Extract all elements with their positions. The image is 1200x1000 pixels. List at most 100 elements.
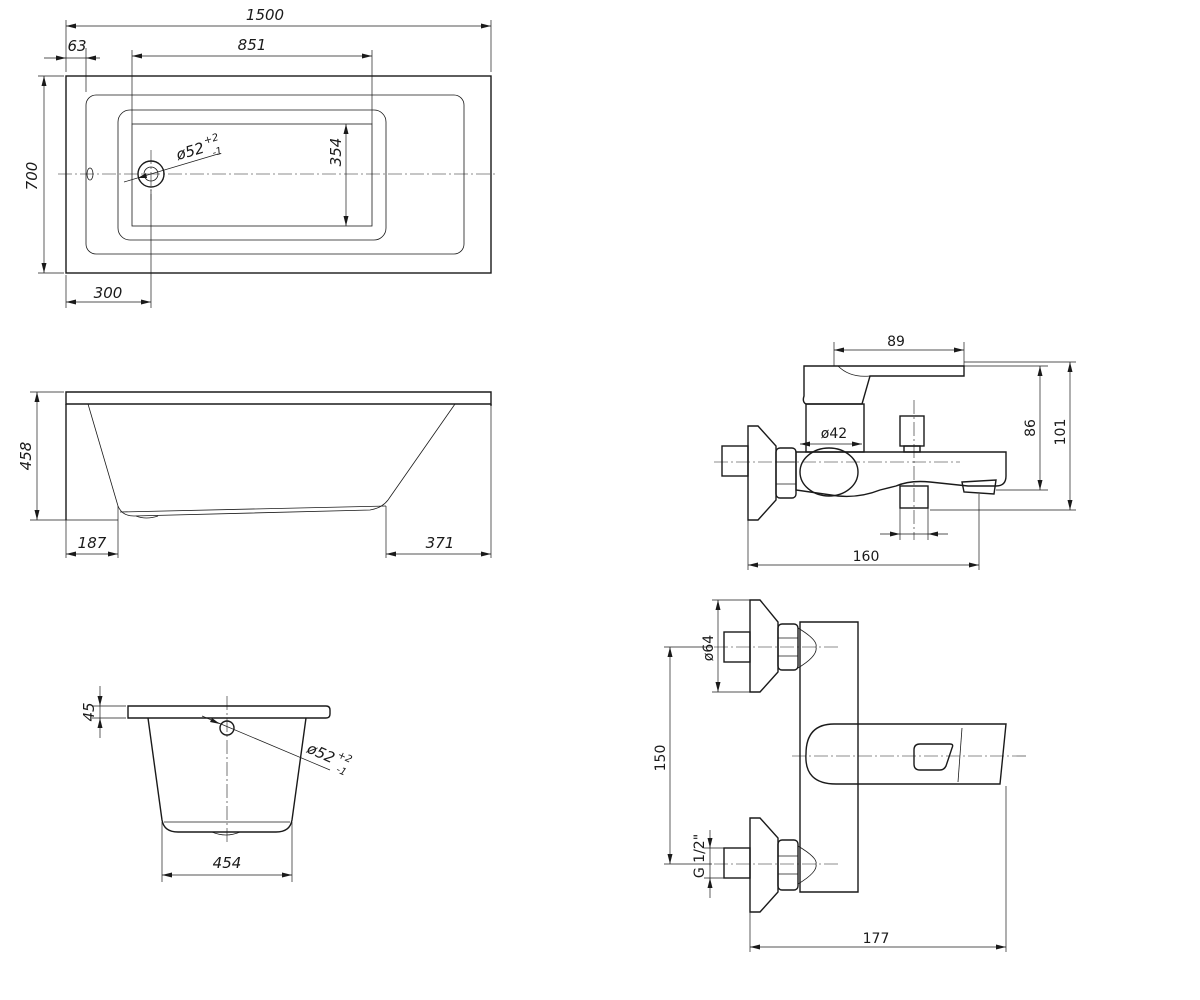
- front-body: [799, 621, 859, 893]
- mixer-body: [795, 451, 1007, 498]
- arrowhead: [132, 53, 142, 59]
- arrowhead: [750, 944, 760, 950]
- arrowhead: [715, 682, 721, 692]
- dim-label-inner-length: 851: [238, 36, 267, 54]
- body-cylinder: [799, 447, 859, 497]
- arrowhead: [282, 872, 292, 878]
- arrowhead: [86, 55, 96, 61]
- dim-label-inner-width: 354: [327, 138, 345, 167]
- arrowhead: [41, 263, 47, 273]
- tub-side-body: [65, 404, 492, 520]
- arrowhead: [56, 55, 66, 61]
- hex-nut: [775, 447, 797, 499]
- arrowhead: [481, 23, 491, 29]
- lower-eccentric: [797, 845, 817, 885]
- upper-flange: [749, 599, 779, 693]
- arrowhead: [66, 23, 76, 29]
- arrowhead: [97, 696, 103, 706]
- dim-label-body-diameter: ø42: [821, 426, 847, 442]
- arrowhead: [108, 551, 118, 557]
- dim-label-height: 458: [17, 442, 35, 471]
- handle-edge: [957, 727, 963, 783]
- arrowhead: [707, 878, 713, 888]
- drain-outer-circle: [137, 160, 165, 188]
- lower-flange: [749, 817, 779, 913]
- arrowhead: [138, 173, 147, 178]
- end-drain-hole: [219, 720, 235, 736]
- arrowhead: [1067, 500, 1073, 510]
- tub-basin: [117, 109, 387, 241]
- arrowhead: [34, 510, 40, 520]
- arrowhead: [66, 551, 76, 557]
- arrowhead: [715, 600, 721, 610]
- tub-side-floor: [119, 505, 387, 513]
- spout-outlet: [899, 485, 929, 509]
- arrowhead: [34, 392, 40, 402]
- wall-flange: [747, 425, 777, 521]
- aerator: [961, 479, 997, 495]
- arrowhead: [996, 944, 1006, 950]
- dim-label-edge-offset: 63: [67, 37, 86, 55]
- arrowhead: [667, 647, 673, 657]
- tub-side-outline: [65, 391, 492, 405]
- end-drain: [211, 831, 241, 836]
- wall-connector: [721, 445, 749, 477]
- dim-label-flange-diameter: ø64: [701, 635, 717, 661]
- upper-eccentric: [797, 627, 817, 669]
- dim-label-spout-height: 86: [1023, 419, 1039, 437]
- arrowhead: [343, 216, 349, 226]
- tub-side-drain: [135, 515, 159, 519]
- dim-label-drain-offset: 300: [94, 284, 123, 302]
- bathtub-top-view: 1500 63 851 700 354 300 ø5: [23, 6, 498, 308]
- overflow-hole: [86, 167, 94, 181]
- arrowhead: [928, 531, 938, 537]
- arrowhead: [210, 718, 220, 724]
- lever-handle: [802, 365, 965, 405]
- end-rim: [127, 705, 331, 719]
- arrowhead: [1037, 366, 1043, 376]
- lever-detail: [837, 365, 871, 377]
- arrowhead: [141, 299, 151, 305]
- tub-inner-rim: [85, 94, 465, 255]
- diverter-stem: [903, 445, 921, 453]
- arrowhead: [481, 551, 491, 557]
- arrowhead: [969, 562, 979, 568]
- arrowhead: [834, 347, 844, 353]
- arrowhead: [852, 441, 862, 447]
- arrowhead: [66, 299, 76, 305]
- dim-label-projection: 160: [853, 549, 880, 565]
- diverter-knob: [899, 415, 925, 447]
- dim-label-left-taper: 187: [78, 534, 107, 552]
- arrowhead: [97, 718, 103, 728]
- dim-label-thread: G 1/2": [692, 834, 708, 878]
- bathtub-end-view: 45 ø52+2-1 454: [80, 686, 354, 882]
- arrowhead: [343, 124, 349, 134]
- dim-label-drain-diameter: ø52+2-1: [173, 132, 224, 169]
- tub-side-basin: [87, 403, 456, 517]
- dim-label-total-length: 177: [863, 931, 890, 947]
- lower-connector: [723, 847, 751, 879]
- dim-label-total-height: 101: [1053, 419, 1069, 446]
- tub-basin-floor: [131, 123, 373, 227]
- bathtub-side-view: 458 187 371: [17, 391, 492, 558]
- front-handle: [805, 723, 1007, 785]
- mixer-front-view: ø64 150 G 1/2" 177: [653, 599, 1026, 952]
- arrowhead: [954, 347, 964, 353]
- dim-label-center-distance: 150: [653, 745, 669, 772]
- arrowhead: [1067, 362, 1073, 372]
- dim-label-width: 700: [23, 162, 41, 191]
- handle-cutout: [913, 743, 954, 771]
- arrowhead: [1037, 480, 1043, 490]
- arrowhead: [362, 53, 372, 59]
- dim-label-handle-length: 89: [887, 334, 905, 350]
- arrowhead: [707, 838, 713, 848]
- dim-label-rim-height: 45: [80, 702, 98, 721]
- arrowhead: [41, 76, 47, 86]
- leader-line: [201, 715, 331, 771]
- tub-outer-rim: [65, 75, 492, 274]
- arrowhead: [890, 531, 900, 537]
- arrowhead: [748, 562, 758, 568]
- dim-label-right-taper: 371: [426, 534, 455, 552]
- dim-label-length: 1500: [246, 6, 284, 24]
